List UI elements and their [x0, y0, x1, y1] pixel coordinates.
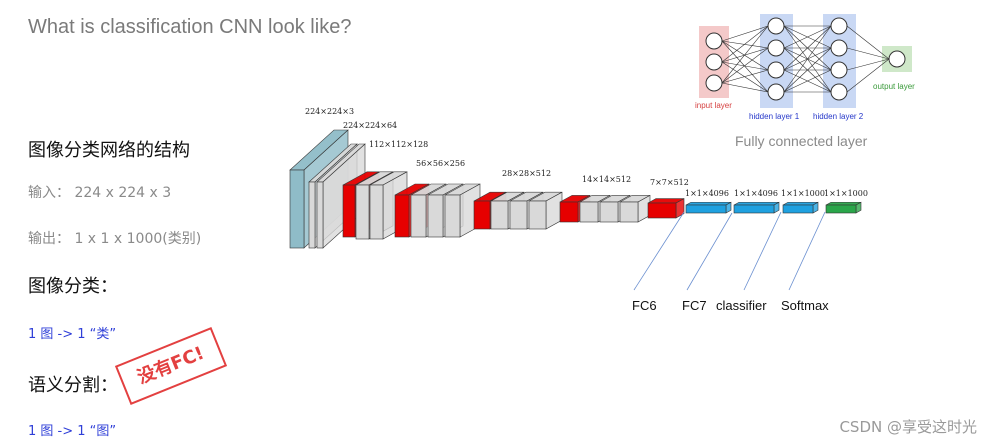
dim-label-6: 14×14×512 — [582, 175, 631, 184]
conv3-block-c — [444, 183, 481, 238]
fc-connection — [846, 25, 890, 60]
classifier-pointer — [743, 211, 782, 291]
fc-connection — [721, 25, 769, 42]
fc-connection — [721, 61, 769, 71]
classifier-label: classifier — [716, 298, 767, 313]
fc7-label: FC7 — [682, 298, 707, 313]
fc6-pointer — [633, 211, 685, 291]
fc-connections — [721, 25, 890, 93]
fc-connection — [783, 25, 832, 71]
fc-connection — [721, 25, 769, 84]
fc-caption: Fully connected layer — [735, 133, 868, 149]
fc-connection — [721, 47, 769, 63]
softmax-block — [825, 201, 862, 214]
pool5-block — [647, 198, 685, 219]
fc-connection — [783, 47, 832, 93]
input-layer-label: input layer — [695, 101, 732, 110]
fc-connection — [721, 25, 769, 63]
output-size-text: 输出： 1 x 1 x 1000(类别) — [28, 231, 202, 247]
output-layer-label: output layer — [873, 82, 915, 91]
neuron-node — [767, 17, 785, 35]
neuron-node — [830, 83, 848, 101]
neuron-node — [830, 61, 848, 79]
fc-connection — [721, 82, 769, 93]
dim-label-2: 224×224×64 — [343, 121, 397, 130]
fc-connection — [846, 58, 890, 71]
fc-connection — [783, 25, 832, 93]
fc7-pointer — [686, 212, 733, 291]
fc-network-diagram: input layer hidden layer 1 hidden layer … — [695, 14, 915, 149]
dim-label-7: 7×7×512 — [650, 178, 689, 187]
watermark: CSDN @享受这时光 — [839, 418, 977, 436]
dim-label-10: 1×1×1000 — [781, 189, 825, 198]
neuron-node — [705, 74, 723, 92]
fc-connection — [846, 47, 890, 60]
hidden-layer-1-label: hidden layer 1 — [749, 112, 800, 121]
input-size-text: 输入： 224 x 224 x 3 — [28, 185, 172, 201]
segmentation-mapping: 1 图 -> 1 “图” — [28, 424, 117, 439]
fc-connection — [721, 69, 769, 84]
dim-label-8: 1×1×4096 — [685, 189, 729, 198]
fc-connection — [783, 69, 832, 93]
segmentation-heading: 语义分割： — [28, 375, 118, 396]
cnn-diagram: 224×224×3 224×224×64 112×112×128 56×56×2… — [289, 107, 868, 313]
fc-connection — [721, 61, 769, 93]
neuron-node — [767, 39, 785, 57]
neuron-node — [705, 53, 723, 71]
fc-connection — [721, 40, 769, 71]
classifier-block — [782, 201, 819, 214]
fc-connection — [846, 58, 890, 93]
dim-label-11: 1×1×1000 — [824, 189, 868, 198]
softmax-label: Softmax — [781, 298, 829, 313]
hidden-layer-2-label: hidden layer 2 — [813, 112, 864, 121]
structure-heading: 图像分类网络的结构 — [28, 140, 190, 161]
dim-label-1: 224×224×3 — [305, 107, 354, 116]
neuron-node — [830, 39, 848, 57]
fc6-label: FC6 — [632, 298, 657, 313]
page-title: What is classification CNN look like? — [28, 16, 352, 38]
dim-label-5: 28×28×512 — [502, 169, 551, 178]
fc-connection — [721, 47, 769, 84]
conv5-block-c — [619, 194, 651, 223]
neuron-node — [888, 50, 906, 68]
dim-label-9: 1×1×4096 — [734, 189, 778, 198]
fc6-block — [685, 201, 732, 214]
fc-connection — [721, 40, 769, 93]
dim-label-3: 112×112×128 — [369, 140, 428, 149]
classification-mapping: 1 图 -> 1 “类” — [28, 327, 117, 342]
neuron-node — [767, 61, 785, 79]
fc-connection — [721, 40, 769, 49]
fc7-block — [733, 201, 780, 214]
conv4-block-c — [528, 191, 563, 230]
dim-label-4: 56×56×256 — [416, 159, 465, 168]
softmax-pointer — [788, 211, 826, 291]
fc-nodes — [705, 17, 906, 101]
cnn-blocks — [289, 129, 862, 249]
neuron-node — [830, 17, 848, 35]
classification-heading: 图像分类： — [28, 276, 118, 297]
neuron-node — [767, 83, 785, 101]
neuron-node — [705, 32, 723, 50]
fc-connection — [783, 25, 832, 49]
